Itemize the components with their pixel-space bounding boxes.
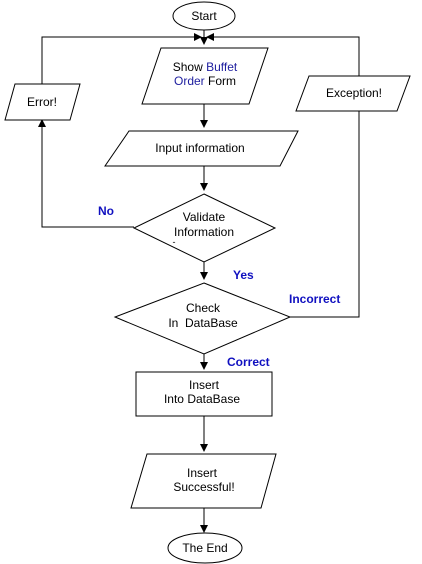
start-node: Start [172, 1, 236, 31]
start-label: Start [191, 9, 217, 23]
show-form-line2: Order Form [174, 74, 236, 88]
edge-check-incorrect-to-exception [290, 111, 360, 318]
insert-db-line2: Into DataBase [164, 392, 240, 406]
check-db-line2: In DataBase [168, 316, 238, 330]
error-label: Error! [27, 95, 57, 109]
insert-db-node: Insert Into DataBase [135, 371, 273, 417]
exception-label: Exception! [326, 86, 382, 100]
edges [38, 30, 360, 533]
error-node: Error! [4, 83, 81, 121]
show-form-line1-b: Buffet [206, 60, 238, 74]
input-info-node: Input information [104, 130, 299, 167]
validate-line1: Validate [183, 210, 226, 224]
check-db-node: Check In DataBase [113, 282, 292, 355]
check-db-line1: Check [186, 301, 221, 315]
insert-success-line1: Insert [187, 466, 218, 480]
show-form-line2-b: Form [205, 74, 236, 88]
show-form-line1: Show Buffet [173, 60, 238, 74]
show-form-node: Show Buffet Order Form [141, 47, 269, 105]
insert-success-node: Insert Successful! [130, 453, 277, 509]
edge-exception-to-show-form [206, 33, 360, 76]
edge-label-incorrect: Incorrect [289, 292, 340, 306]
edge-label-yes: Yes [233, 268, 254, 282]
edge-validate-no-to-error [38, 119, 134, 228]
end-node: The End [167, 532, 243, 564]
show-form-line1-a: Show [173, 60, 206, 74]
input-info-label: Input information [155, 141, 244, 155]
edge-label-correct: Correct [227, 355, 270, 369]
validate-line3: - [173, 237, 176, 247]
end-label: The End [182, 541, 227, 555]
insert-success-line2: Successful! [173, 480, 234, 494]
validate-line2: Information [174, 225, 234, 239]
show-form-line2-a: Order [174, 74, 205, 88]
insert-db-line1: Insert [189, 378, 220, 392]
edge-label-no: No [98, 204, 114, 218]
exception-node: Exception! [295, 75, 411, 112]
validate-node: Validate Information - [132, 193, 277, 263]
edge-error-to-show-form [41, 33, 202, 84]
